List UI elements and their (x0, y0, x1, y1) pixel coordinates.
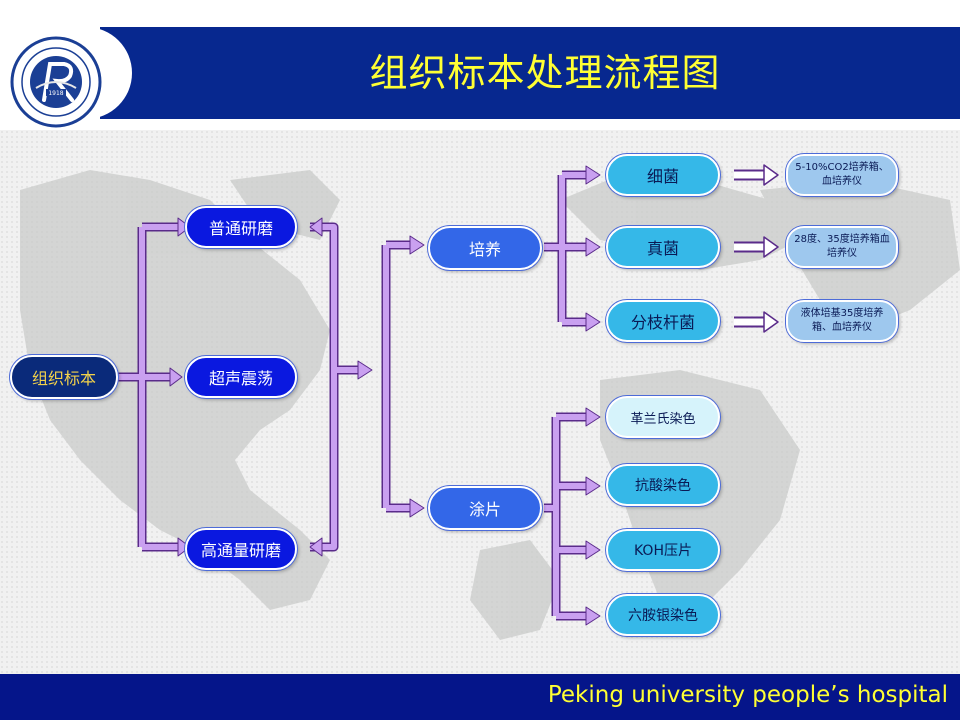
slide-footer: Peking university people’s hospital (0, 674, 960, 720)
connector-layer (118, 164, 779, 626)
world-map-background (0, 130, 960, 674)
node-method-ultrasonic: 超声震荡 (185, 356, 297, 398)
bracket-culture-smear (381, 235, 425, 518)
node-bacteria: 细菌 (606, 154, 720, 196)
slide-title: 组织标本处理流程图 (369, 51, 721, 95)
bracket-methods-merge (309, 217, 373, 557)
footer-hospital-name: Peking university people’s hospital (547, 682, 948, 708)
node-gram-stain: 革兰氏染色 (606, 396, 720, 438)
slide-header: 组织标本处理流程图 1918 (0, 0, 960, 130)
node-method-high-throughput: 高通量研磨 (185, 528, 297, 570)
node-condition-fungi: 28度、35度培养箱血培养仪 (786, 226, 898, 268)
bracket-smear-stains (544, 407, 601, 626)
node-acid-fast-stain: 抗酸染色 (606, 464, 720, 506)
diagram-canvas: 组织标本 普通研磨 超声震荡 高通量研磨 培养 涂片 细菌 真菌 分枝杆菌 5-… (0, 130, 960, 674)
node-gms-stain: 六胺银染色 (606, 594, 720, 636)
hospital-logo-icon: 1918 (10, 36, 102, 128)
bracket-culture-targets (544, 165, 601, 332)
node-fungi: 真菌 (606, 226, 720, 268)
node-method-grinding: 普通研磨 (185, 206, 297, 248)
node-koh-mount: KOH压片 (606, 529, 720, 571)
bracket-source-methods (118, 217, 191, 557)
node-culture: 培养 (428, 226, 542, 270)
node-mycobacteria: 分枝杆菌 (606, 300, 720, 342)
arrows-target-condition (734, 164, 779, 333)
node-condition-bacteria: 5-10%CO2培养箱、血培养仪 (786, 154, 898, 196)
node-smear: 涂片 (428, 486, 542, 530)
node-source-specimen: 组织标本 (10, 355, 118, 399)
node-condition-mycobacteria: 液体培基35度培养箱、血培养仪 (786, 300, 898, 342)
title-bar (100, 27, 960, 119)
logo-year: 1918 (48, 90, 63, 97)
